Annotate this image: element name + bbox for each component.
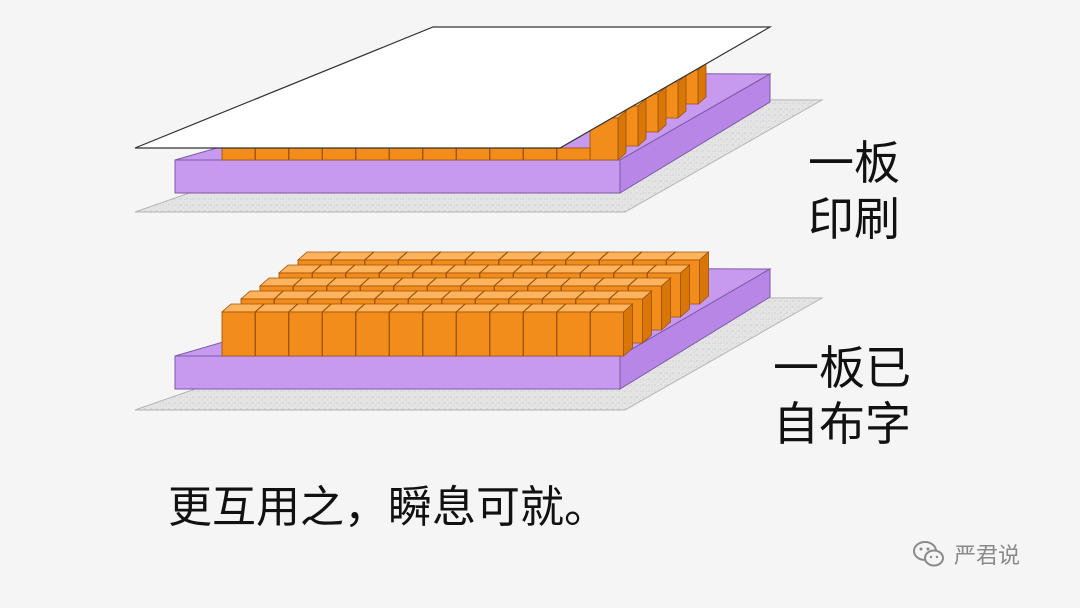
type-block-face: [699, 251, 709, 305]
type-block-face: [288, 147, 323, 161]
set-plate-label: 一板已 自布字: [773, 340, 911, 452]
typesetting-plate: [134, 251, 824, 411]
type-block-face: [697, 62, 707, 105]
print-plate-label-line1: 一板: [808, 136, 900, 190]
type-block-face: [642, 290, 652, 344]
type-block-face: [389, 147, 423, 161]
type-block-face: [637, 98, 647, 147]
type-block-face: [456, 311, 490, 357]
type-block-face: [288, 311, 323, 357]
type-block-face: [657, 86, 667, 133]
type-block-face: [677, 74, 687, 119]
type-block-face: [556, 311, 591, 357]
type-block-face: [661, 277, 671, 331]
frame-front: [174, 159, 621, 194]
type-block-face: [556, 147, 591, 161]
frame-side: [619, 268, 771, 390]
type-block-face: [489, 147, 524, 161]
type-block-face: [422, 147, 457, 161]
type-block-face: [456, 147, 490, 161]
type-block-face: [523, 311, 557, 357]
type-block-face: [389, 311, 423, 357]
type-block-face: [221, 147, 256, 161]
type-block-face: [255, 147, 289, 161]
type-block-face: [355, 311, 390, 357]
type-block-face: [221, 311, 256, 357]
watermark: 严君说: [912, 538, 1020, 570]
print-plate-label: 一板 印刷: [808, 135, 900, 247]
set-plate-label-line1: 一板已: [773, 341, 911, 395]
type-block-face: [680, 264, 690, 318]
type-block-face: [623, 303, 633, 357]
watermark-text: 严君说: [954, 544, 1021, 569]
printing-plate: [134, 26, 824, 213]
frame-side: [619, 73, 771, 194]
type-block-face: [523, 147, 557, 161]
paper-sheet: [134, 26, 773, 149]
caption-text: 更互用之，瞬息可就。: [168, 482, 608, 533]
type-block-face: [617, 110, 627, 161]
frame-front: [174, 355, 621, 390]
type-blocks: [220, 251, 710, 357]
set-plate-label-line2: 自布字: [773, 397, 911, 451]
print-plate-label-line2: 印刷: [808, 192, 900, 246]
type-block-face: [590, 311, 624, 357]
wechat-icon: [913, 541, 944, 567]
type-block-face: [322, 311, 356, 357]
type-blocks-under-paper: [221, 62, 708, 161]
type-block-face: [255, 311, 289, 357]
type-block-face: [489, 311, 524, 357]
type-block-face: [355, 147, 390, 161]
type-block-face: [322, 147, 356, 161]
type-block-face: [422, 311, 457, 357]
